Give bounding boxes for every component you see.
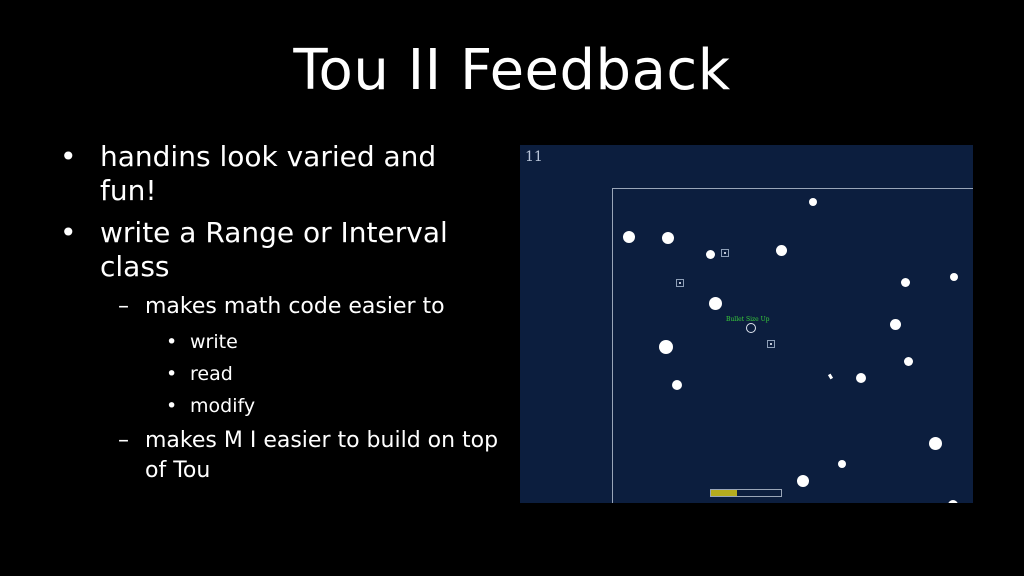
asteroid: [662, 232, 674, 244]
powerup-box: [721, 249, 729, 257]
progress-bar: [710, 489, 782, 497]
asteroid: [776, 245, 787, 256]
dash-marker: –: [118, 294, 129, 319]
bullet-item: • handins look varied and fun!: [60, 140, 500, 208]
dash-marker: –: [118, 428, 129, 453]
game-screenshot: 11 Bullet Size Up: [520, 145, 973, 503]
bullet-item: • write a Range or Interval class: [60, 216, 500, 284]
sub-sub-bullet-item: • modify: [60, 390, 500, 422]
progress-fill: [711, 490, 737, 496]
asteroid: [797, 475, 809, 487]
score-counter: 11: [525, 149, 543, 165]
asteroid: [929, 437, 942, 450]
sub-sub-bullet-item: • read: [60, 358, 500, 390]
asteroid: [950, 273, 958, 281]
sub-sub-bullet-text: read: [190, 363, 233, 385]
sub-bullet-item: – makes math code easier to: [60, 292, 500, 322]
slide-title: Tou II Feedback: [293, 38, 731, 103]
asteroid: [904, 357, 913, 366]
bullet-list: • handins look varied and fun! • write a…: [60, 140, 500, 490]
asteroid: [948, 500, 958, 503]
bullet-marker: •: [60, 140, 77, 173]
player-ship: [746, 323, 756, 333]
bullet-marker: •: [60, 216, 77, 249]
bullet-text: handins look varied and fun!: [100, 140, 437, 207]
sub-sub-bullet-text: modify: [190, 395, 256, 417]
sub-sub-bullet-text: write: [190, 331, 238, 353]
bullet-text: write a Range or Interval class: [100, 216, 448, 283]
bullet-marker: •: [166, 395, 178, 417]
powerup-box: [767, 340, 775, 348]
asteroid: [890, 319, 901, 330]
asteroid: [809, 198, 817, 206]
asteroid: [672, 380, 682, 390]
asteroid: [856, 373, 866, 383]
bullet-marker: •: [166, 363, 178, 385]
game-arena: [612, 188, 973, 503]
powerup-box: [676, 279, 684, 287]
asteroid: [706, 250, 715, 259]
sub-bullet-text: makes M I easier to build on top of Tou: [145, 428, 499, 483]
asteroid: [659, 340, 673, 354]
bullet-marker: •: [166, 331, 178, 353]
sub-sub-bullet-item: • write: [60, 326, 500, 358]
sub-bullet-text: makes math code easier to: [145, 294, 445, 319]
asteroid: [623, 231, 635, 243]
asteroid: [901, 278, 910, 287]
asteroid: [838, 460, 846, 468]
powerup-label: Bullet Size Up: [726, 316, 770, 323]
asteroid: [709, 297, 722, 310]
sub-bullet-item: – makes M I easier to build on top of To…: [60, 426, 500, 486]
